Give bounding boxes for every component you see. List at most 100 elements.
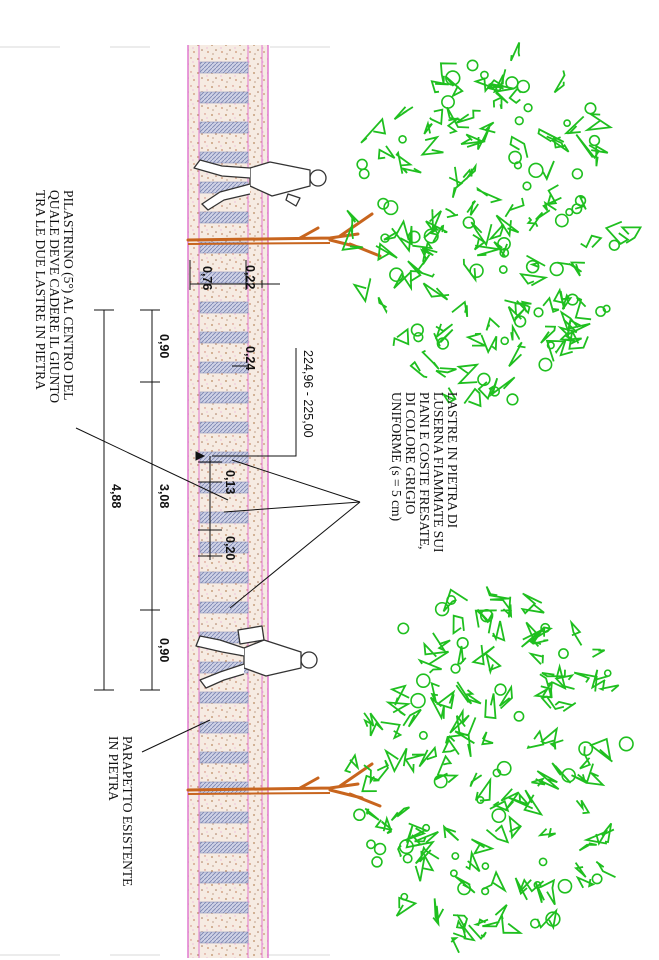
foliage-stroke: [442, 588, 469, 612]
foliage-stroke: [546, 135, 564, 149]
slab-stripe: [199, 271, 249, 284]
foliage-stroke: [452, 925, 476, 942]
foliage-stroke: [380, 820, 393, 835]
foliage-stroke: [404, 753, 425, 775]
foliage-stroke: [466, 126, 491, 150]
foliage-ring: [413, 331, 424, 343]
foliage-stroke: [485, 586, 510, 600]
foliage-stroke: [465, 332, 486, 347]
foliage-ring: [514, 116, 524, 126]
foliage-stroke: [485, 652, 502, 675]
foliage-ring: [549, 261, 564, 277]
foliage-stroke: [591, 144, 609, 167]
foliage-ring: [356, 158, 368, 171]
foliage-stroke: [597, 679, 620, 693]
foliage-stroke: [485, 316, 501, 331]
foliage-stroke: [526, 254, 546, 268]
foliage-stroke: [434, 772, 460, 784]
foliage-stroke: [418, 745, 438, 768]
foliage-stroke: [539, 878, 556, 906]
foliage-stroke: [462, 258, 477, 283]
foliage-stroke: [569, 261, 585, 277]
foliage-stroke: [421, 349, 440, 370]
foliage-stroke: [446, 106, 470, 129]
foliage-ring: [407, 230, 421, 244]
note-pilastrino-line-3: TRA LE DUE LASTRE IN PIETRA: [33, 190, 48, 390]
foliage-stroke: [569, 619, 583, 646]
foliage-stroke: [521, 627, 545, 648]
slab-stripe: [199, 841, 249, 854]
foliage-ring: [578, 741, 594, 757]
foliage-stroke: [528, 639, 549, 646]
foliage-ring: [416, 673, 431, 688]
foliage-ring: [451, 852, 460, 861]
foliage-stroke: [504, 299, 531, 315]
foliage-stroke: [571, 773, 589, 784]
foliage-stroke: [526, 216, 539, 228]
foliage-ring: [441, 95, 455, 109]
foliage-ring: [457, 881, 472, 896]
foliage-stroke: [509, 135, 529, 158]
foliage-ring: [389, 267, 404, 283]
slab-stripe: [199, 571, 249, 584]
foliage-stroke: [481, 731, 494, 746]
foliage-ring: [449, 869, 458, 878]
foliage-stroke: [451, 300, 469, 318]
foliage-stroke: [454, 875, 476, 894]
foliage-stroke: [514, 877, 528, 901]
slab-stripe: [199, 421, 249, 434]
foliage-ring: [353, 808, 366, 822]
foliage-stroke: [592, 648, 606, 658]
note-parapetto: PARAPETTO ESISTENTE IN PIETRA: [106, 736, 135, 886]
foliage-ring: [500, 336, 509, 346]
foliage-stroke: [422, 282, 450, 301]
slab-stripe: [199, 901, 249, 914]
note-lastre-line-2: LUSERNA FIAMMATE SUI: [431, 392, 446, 553]
slab-stripe: [199, 361, 249, 374]
foliage-ring: [588, 134, 601, 147]
foliage-ring: [410, 692, 426, 709]
foliage-stroke: [449, 707, 470, 734]
foliage-stroke: [585, 763, 606, 787]
foliage-stroke: [554, 700, 577, 712]
slab-stripe: [199, 781, 249, 794]
note-lastre-line-4: DI COLORE GRIGIO: [403, 392, 418, 514]
foliage-stroke: [363, 712, 384, 731]
foliage-stroke: [548, 663, 567, 691]
foliage-stroke: [492, 95, 503, 110]
foliage-stroke: [445, 734, 463, 744]
foliage-stroke: [393, 269, 413, 292]
foliage-stroke: [346, 209, 360, 233]
foliage-stroke: [489, 800, 510, 813]
foliage-stroke: [573, 671, 598, 692]
foliage-stroke: [454, 162, 477, 189]
note-lastre-line-3: PIANI E COSTE FRESATE,: [417, 392, 432, 550]
foliage-ring: [498, 265, 508, 274]
foliage-stroke: [553, 70, 566, 94]
stone-slab-stripes: [199, 61, 249, 944]
foliage-ring: [366, 839, 376, 850]
foliage-stroke: [493, 241, 508, 257]
foliage-stroke: [554, 674, 575, 690]
foliage-stroke: [393, 106, 414, 120]
foliage-stroke: [476, 186, 503, 204]
foliage-stroke: [414, 830, 439, 844]
foliage-stroke: [435, 689, 456, 710]
foliage-ring: [554, 213, 569, 228]
foliage-stroke: [433, 898, 445, 924]
foliage-stroke: [578, 842, 597, 852]
foliage-ring: [558, 648, 569, 659]
tree-bottom: [186, 586, 634, 954]
foliage-stroke: [536, 770, 560, 791]
foliage-ring: [402, 853, 413, 864]
foliage-stroke: [439, 62, 457, 84]
foliage-ring: [462, 216, 476, 229]
foliage-stroke: [405, 825, 422, 849]
slab-stripe: [199, 511, 249, 524]
foliage-ring: [410, 323, 424, 337]
slab-stripe: [199, 91, 249, 104]
slab-stripe: [199, 871, 249, 884]
foliage-ring: [523, 103, 533, 113]
foliage-stroke: [397, 844, 402, 858]
foliage-stroke: [390, 806, 410, 822]
